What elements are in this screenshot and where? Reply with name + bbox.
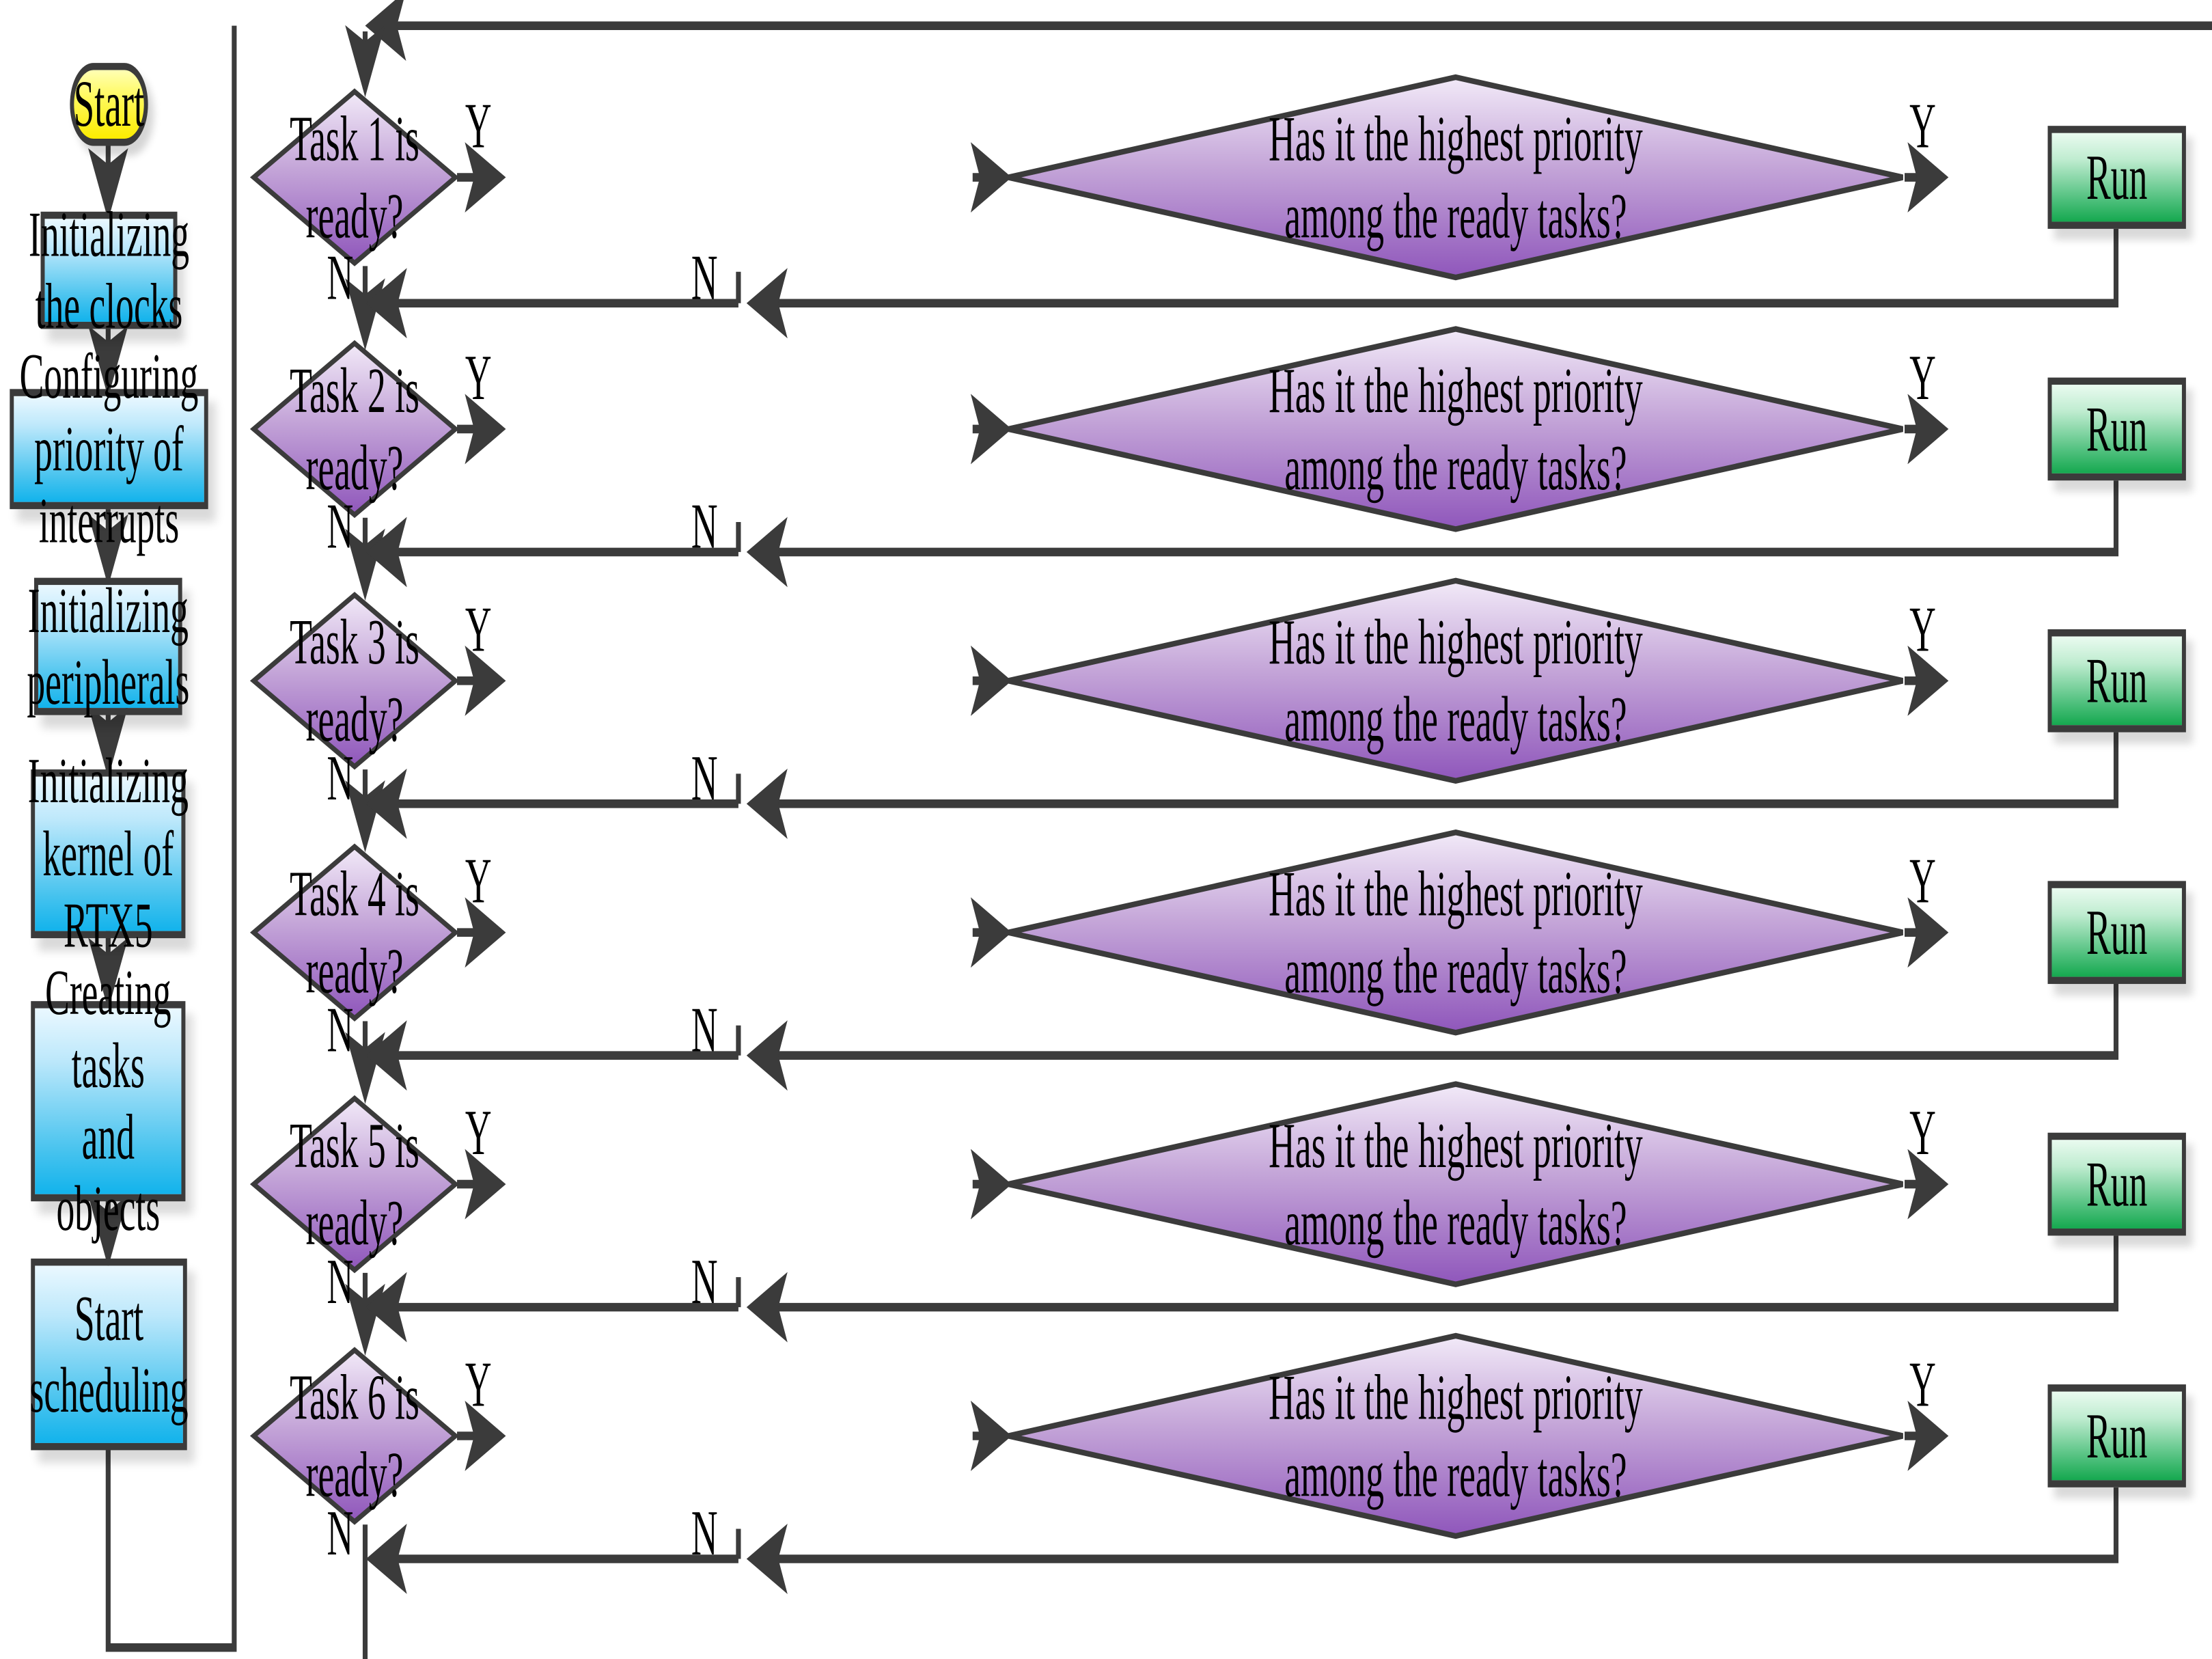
decision-task-ready-6[interactable]: Task 6 is ready? — [249, 1347, 460, 1525]
edge-label-yes: Y — [465, 845, 492, 917]
process-line: Configuring — [19, 341, 199, 413]
edge-label-no: N — [691, 1246, 718, 1317]
priority-line-1: Has it the highest priority — [1269, 606, 1643, 678]
decision-label: Has it the highest priority among the re… — [1007, 326, 1905, 532]
process-box-create-tasks[interactable]: Creating tasks and objects — [31, 957, 186, 1245]
edge-label-yes: Y — [465, 1348, 492, 1421]
run-box-2[interactable]: Run — [2047, 377, 2186, 481]
run-box-5[interactable]: Run — [2047, 1132, 2186, 1236]
edge-label-yes: Y — [465, 593, 492, 666]
decision-task-ready-4[interactable]: Task 4 is ready? — [249, 843, 460, 1022]
edge-label-yes: Y — [1909, 593, 1936, 666]
edge-label-no: N — [327, 742, 354, 814]
process-box-start-scheduling[interactable]: Start scheduling — [29, 1258, 189, 1451]
decision-task-ready-1[interactable]: Task 1 is ready? — [249, 88, 460, 266]
process-line: Initializing — [27, 745, 189, 818]
run-box-3[interactable]: Run — [2047, 629, 2186, 732]
process-box-interrupts[interactable]: Configuring priority of interrupts — [10, 341, 208, 557]
edge-label-no: N — [327, 241, 354, 314]
priority-line-2: among the ready tasks? — [1284, 180, 1627, 252]
decision-label: Has it the highest priority among the re… — [1007, 578, 1905, 784]
decision-label: Task 1 is ready? — [290, 102, 419, 252]
priority-line-1: Has it the highest priority — [1269, 355, 1643, 426]
priority-line-2: among the ready tasks? — [1284, 683, 1627, 756]
priority-line-2: among the ready tasks? — [1284, 432, 1627, 504]
run-box-1[interactable]: Run — [2047, 126, 2186, 229]
decision-task-ready-3[interactable]: Task 3 is ready? — [249, 592, 460, 770]
edge-label-yes: Y — [1909, 1348, 1936, 1421]
process-line: Initializing — [27, 574, 189, 646]
edge-label-yes: Y — [1909, 342, 1936, 413]
decision-label: Has it the highest priority among the re… — [1007, 830, 1905, 1035]
edge-label-no: N — [327, 1246, 354, 1317]
run-box-6[interactable]: Run — [2047, 1384, 2186, 1487]
edge-label-yes: Y — [1909, 845, 1936, 917]
decision-label: Task 4 is ready? — [290, 858, 419, 1007]
edge-label-yes: Y — [1909, 90, 1936, 162]
edge-label-yes: Y — [465, 342, 492, 413]
decision-highest-priority-3[interactable]: Has it the highest priority among the re… — [1007, 577, 1905, 784]
edge-label-no: N — [691, 1497, 718, 1569]
priority-line-2: among the ready tasks? — [1284, 1187, 1627, 1259]
priority-line-1: Has it the highest priority — [1269, 1110, 1643, 1181]
priority-line-2: among the ready tasks? — [1284, 1438, 1627, 1511]
process-box-peripherals[interactable]: Initializing peripherals — [27, 575, 189, 718]
decision-highest-priority-1[interactable]: Has it the highest priority among the re… — [1007, 74, 1905, 281]
edge-label-no: N — [327, 1497, 354, 1569]
decision-highest-priority-2[interactable]: Has it the highest priority among the re… — [1007, 326, 1905, 532]
decision-label: Has it the highest priority among the re… — [1007, 1333, 1905, 1539]
edge-label-yes: Y — [1909, 1097, 1936, 1169]
decision-label: Has it the highest priority among the re… — [1007, 74, 1905, 280]
process-box-clocks[interactable]: Initializing the clocks — [29, 198, 189, 342]
edge-label-no: N — [691, 490, 718, 562]
priority-line-1: Has it the highest priority — [1269, 858, 1643, 930]
decision-label: Task 2 is ready? — [290, 355, 419, 504]
process-line: and objects — [56, 1101, 161, 1245]
edge-label-yes: Y — [465, 90, 492, 162]
process-line: kernel of RTX5 — [42, 817, 174, 961]
edge-label-no: N — [327, 993, 354, 1066]
decision-task-ready-5[interactable]: Task 5 is ready? — [249, 1095, 460, 1274]
process-line: the clocks — [35, 270, 183, 342]
decision-task-ready-2[interactable]: Task 2 is ready? — [249, 340, 460, 519]
edge-label-no: N — [691, 241, 718, 314]
process-line: priority of interrupts — [34, 413, 184, 557]
process-line: peripherals — [27, 646, 190, 718]
priority-line-1: Has it the highest priority — [1269, 102, 1643, 175]
decision-highest-priority-6[interactable]: Has it the highest priority among the re… — [1007, 1332, 1905, 1539]
edge-label-no: N — [691, 742, 718, 814]
start-node[interactable]: Start — [70, 63, 148, 146]
edge-label-yes: Y — [465, 1097, 492, 1169]
priority-line-2: among the ready tasks? — [1284, 935, 1627, 1007]
decision-label: Has it the highest priority among the re… — [1007, 1081, 1905, 1287]
process-line: Start scheduling — [29, 1282, 189, 1426]
decision-label: Task 3 is ready? — [290, 606, 419, 756]
process-line: Creating tasks — [45, 957, 171, 1101]
decision-label: Task 5 is ready? — [290, 1110, 419, 1259]
decision-highest-priority-4[interactable]: Has it the highest priority among the re… — [1007, 829, 1905, 1036]
run-box-4[interactable]: Run — [2047, 881, 2186, 985]
process-line: Initializing — [29, 198, 190, 270]
edge-label-no: N — [691, 993, 718, 1066]
decision-highest-priority-5[interactable]: Has it the highest priority among the re… — [1007, 1081, 1905, 1287]
edge-label-no: N — [327, 490, 354, 562]
priority-line-1: Has it the highest priority — [1269, 1361, 1643, 1434]
process-box-kernel[interactable]: Initializing kernel of RTX5 — [28, 745, 189, 961]
decision-label: Task 6 is ready? — [290, 1361, 419, 1511]
